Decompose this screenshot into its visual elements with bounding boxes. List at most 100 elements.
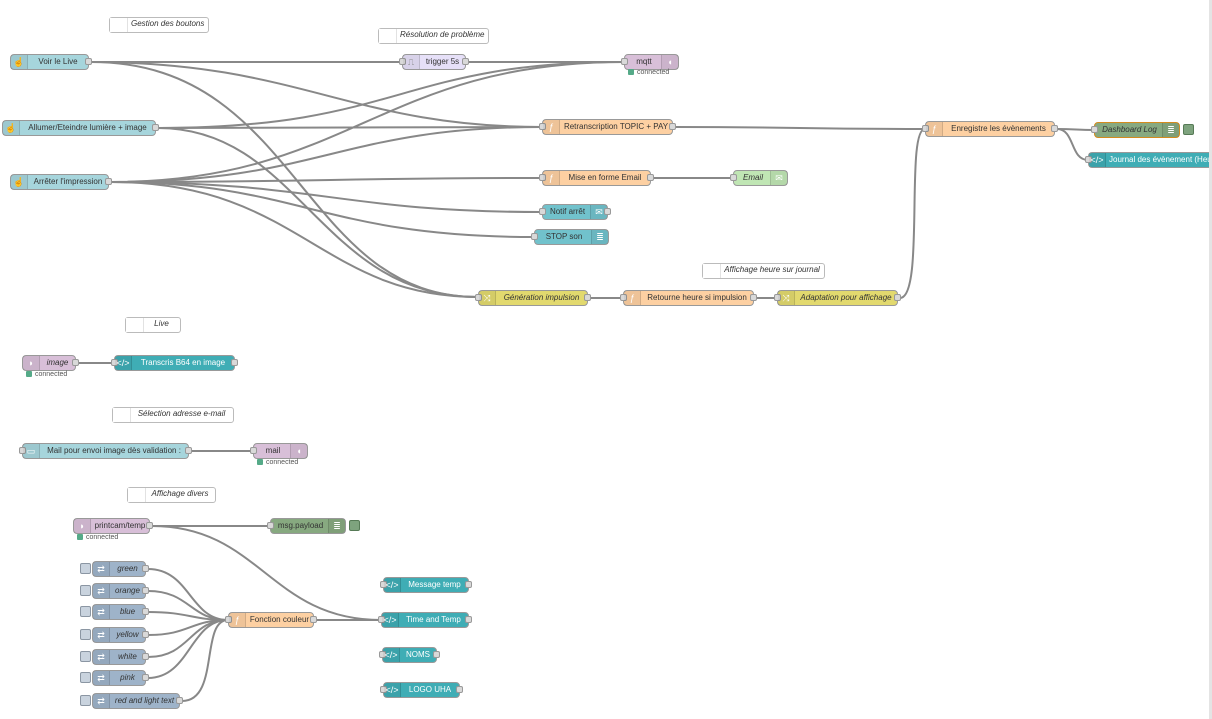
input-port[interactable] bbox=[378, 616, 385, 623]
node-message-temp[interactable]: </> Message temp bbox=[380, 577, 472, 593]
output-port[interactable] bbox=[462, 58, 469, 65]
output-port[interactable] bbox=[72, 359, 79, 366]
inject-button-yellow[interactable] bbox=[80, 629, 91, 640]
output-port[interactable] bbox=[750, 294, 757, 301]
input-port[interactable] bbox=[379, 651, 386, 658]
debug-toggle-button[interactable] bbox=[349, 520, 360, 531]
output-port[interactable] bbox=[142, 631, 149, 638]
node-trigger-5s[interactable]: ⎍ trigger 5s bbox=[399, 54, 469, 70]
output-port[interactable] bbox=[142, 674, 149, 681]
output-port[interactable] bbox=[465, 581, 472, 588]
input-port[interactable] bbox=[620, 294, 627, 301]
output-port[interactable] bbox=[142, 587, 149, 594]
input-port[interactable] bbox=[1091, 126, 1098, 133]
node-color-blue[interactable]: ⇄ blue bbox=[92, 604, 149, 620]
node-generation-impulsion[interactable]: ⤨ Génération impulsion bbox=[475, 290, 591, 306]
input-port[interactable] bbox=[111, 359, 118, 366]
input-port[interactable] bbox=[380, 686, 387, 693]
node-notif-arret[interactable]: Notif arrêt ✉ bbox=[539, 204, 611, 220]
node-noms[interactable]: </> NOMS bbox=[379, 647, 440, 663]
node-voir-le-live[interactable]: ☝ Voir le Live bbox=[10, 54, 92, 70]
node-retranscription[interactable]: ƒ Retranscription TOPIC + PAY bbox=[539, 119, 676, 135]
comment-affichage-heure[interactable]: Affichage heure sur journal bbox=[702, 263, 825, 279]
input-port[interactable] bbox=[267, 522, 274, 529]
input-port[interactable] bbox=[399, 58, 406, 65]
input-port[interactable] bbox=[531, 233, 538, 240]
input-port[interactable] bbox=[621, 58, 628, 65]
output-port[interactable] bbox=[146, 522, 153, 529]
inject-button-pink[interactable] bbox=[80, 672, 91, 683]
output-port[interactable] bbox=[465, 616, 472, 623]
comment-resolution[interactable]: Résolution de problème bbox=[378, 28, 489, 44]
input-port[interactable] bbox=[1085, 156, 1092, 163]
node-retourne-heure[interactable]: ƒ Retourne heure si impulsion bbox=[620, 290, 757, 306]
input-port[interactable] bbox=[250, 447, 257, 454]
output-port[interactable] bbox=[894, 294, 901, 301]
node-color-green[interactable]: ⇄ green bbox=[92, 561, 149, 577]
output-port[interactable] bbox=[142, 565, 149, 572]
comment-affichage-divers[interactable]: Affichage divers bbox=[127, 487, 216, 503]
input-port[interactable] bbox=[225, 616, 232, 623]
debug-toggle-button[interactable] bbox=[1183, 124, 1194, 135]
node-arreter-impression[interactable]: ☝ Arrêter l'impression bbox=[10, 174, 112, 190]
node-transcris-b64[interactable]: </> Transcris B64 en image bbox=[111, 355, 238, 371]
node-stop-son[interactable]: STOP son ≣ bbox=[531, 229, 609, 245]
node-color-yellow[interactable]: ⇄ yellow bbox=[92, 627, 149, 643]
inject-button-white[interactable] bbox=[80, 651, 91, 662]
input-port[interactable] bbox=[730, 174, 737, 181]
comment-selection-email[interactable]: Sélection adresse e-mail bbox=[112, 407, 234, 423]
output-port[interactable] bbox=[456, 686, 463, 693]
output-port[interactable] bbox=[433, 651, 440, 658]
node-mqtt-out[interactable]: mqtt ◖ bbox=[621, 54, 679, 70]
inject-button-blue[interactable] bbox=[80, 606, 91, 617]
output-port[interactable] bbox=[152, 124, 159, 131]
node-mise-en-forme-email[interactable]: ƒ Mise en forme Email bbox=[539, 170, 654, 186]
node-enregistre-evenements[interactable]: ƒ Enregistre les évènements bbox=[922, 121, 1058, 137]
comment-gestion-boutons[interactable]: Gestion des boutons bbox=[109, 17, 209, 33]
node-journal-evenement[interactable]: </> Journal des évènement (Heu bbox=[1085, 152, 1212, 168]
output-port[interactable] bbox=[669, 123, 676, 130]
inject-button-green[interactable] bbox=[80, 563, 91, 574]
input-port[interactable] bbox=[380, 581, 387, 588]
output-port[interactable] bbox=[310, 616, 317, 623]
inject-button-orange[interactable] bbox=[80, 585, 91, 596]
inject-button-red-light[interactable] bbox=[80, 695, 91, 706]
node-color-pink[interactable]: ⇄ pink bbox=[92, 670, 149, 686]
node-fonction-couleur[interactable]: ƒ Fonction couleur bbox=[225, 612, 317, 628]
output-port[interactable] bbox=[1051, 125, 1058, 132]
node-allumer-eteindre[interactable]: ☝ Allumer/Eteindre lumière + image bbox=[2, 120, 159, 136]
input-port[interactable] bbox=[774, 294, 781, 301]
node-image-mqtt[interactable]: ◗ image bbox=[22, 355, 79, 371]
node-color-red-light[interactable]: ⇄ red and light text bbox=[92, 693, 183, 709]
output-port[interactable] bbox=[105, 178, 112, 185]
output-port[interactable] bbox=[176, 697, 183, 704]
node-color-white[interactable]: ⇄ white bbox=[92, 649, 149, 665]
comment-icon bbox=[126, 318, 144, 332]
node-logo-uha[interactable]: </> LOGO UHA bbox=[380, 682, 463, 698]
output-port[interactable] bbox=[647, 174, 654, 181]
input-port[interactable] bbox=[539, 174, 546, 181]
output-port[interactable] bbox=[604, 208, 611, 215]
output-port[interactable] bbox=[142, 608, 149, 615]
output-port[interactable] bbox=[142, 653, 149, 660]
output-port[interactable] bbox=[231, 359, 238, 366]
output-port[interactable] bbox=[185, 447, 192, 454]
node-email[interactable]: Email ✉ bbox=[730, 170, 788, 186]
node-color-orange[interactable]: ⇄ orange bbox=[92, 583, 149, 599]
node-adaptation-affichage[interactable]: ⤨ Adaptation pour affichage bbox=[774, 290, 901, 306]
node-mail-mqtt-out[interactable]: mail ◖ bbox=[250, 443, 308, 459]
input-port[interactable] bbox=[539, 123, 546, 130]
vertical-scrollbar[interactable] bbox=[1209, 0, 1212, 719]
node-printcam-temp[interactable]: ◗ printcam/temp bbox=[73, 518, 153, 534]
node-dashboard-log[interactable]: Dashboard Log ≣ bbox=[1091, 122, 1180, 138]
comment-live[interactable]: Live bbox=[125, 317, 181, 333]
input-port[interactable] bbox=[19, 447, 26, 454]
input-port[interactable] bbox=[539, 208, 546, 215]
node-time-and-temp[interactable]: </> Time and Temp bbox=[378, 612, 472, 628]
input-port[interactable] bbox=[475, 294, 482, 301]
node-msg-payload[interactable]: msg.payload ≣ bbox=[267, 518, 346, 534]
node-mail-envoi-input[interactable]: ▭ Mail pour envoi image dès validation : bbox=[19, 443, 192, 459]
output-port[interactable] bbox=[584, 294, 591, 301]
output-port[interactable] bbox=[85, 58, 92, 65]
input-port[interactable] bbox=[922, 125, 929, 132]
